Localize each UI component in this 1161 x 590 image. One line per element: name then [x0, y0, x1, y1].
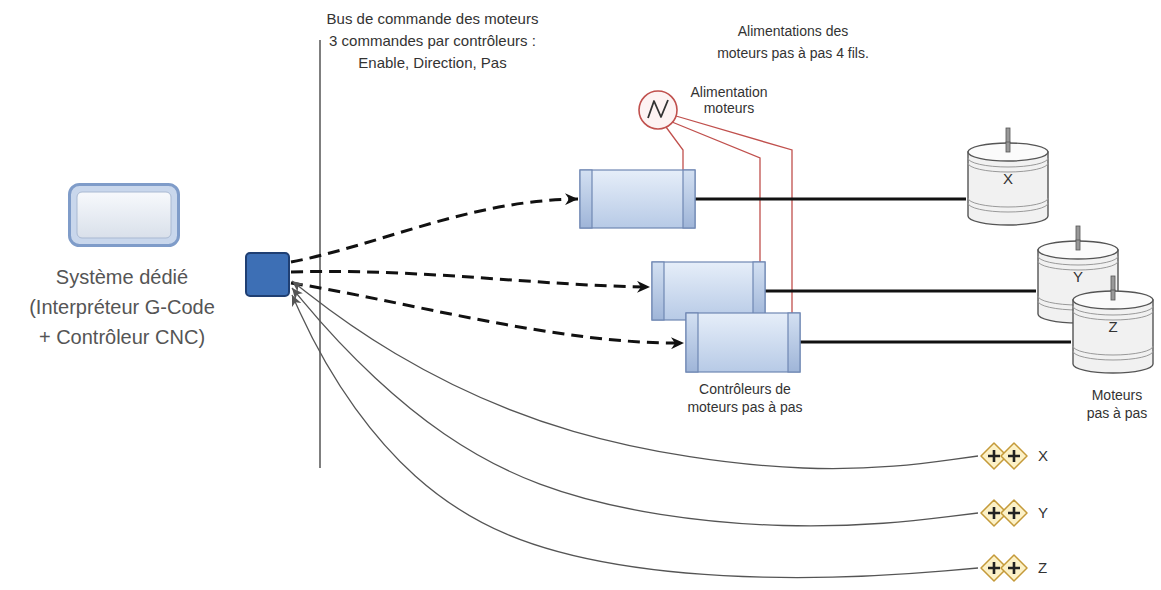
- node-label: X: [965, 170, 1051, 188]
- command-arrow: [291, 199, 578, 262]
- power-supply: Alimentation moteurs: [636, 88, 776, 132]
- axis-sensor: X: [980, 440, 1048, 472]
- sensor-icon: [980, 440, 1030, 472]
- node-label: X: [1038, 447, 1048, 465]
- command-arrow: [291, 271, 650, 287]
- node-label: Alimentation moteurs: [684, 84, 774, 116]
- power-symbol: [636, 88, 680, 132]
- system-node: Système dédié (Interpréteur G-Code + Con…: [15, 180, 295, 350]
- annotation-label: 3 commandes par contrôleurs : Enable, Di…: [325, 30, 540, 74]
- sensor-wire: [292, 288, 978, 526]
- port-square: [245, 252, 290, 297]
- axis-sensor: Z: [980, 552, 1047, 584]
- node-label: Système dédié (Interpréteur G-Code + Con…: [24, 262, 220, 352]
- node-label: Y: [1038, 504, 1048, 522]
- stepper-motor: X: [965, 128, 1051, 228]
- annotation-label: Alimentations des moteurs pas à pas 4 fi…: [714, 20, 872, 64]
- stepper-motor: Z: [1070, 276, 1156, 376]
- motor-cable: [695, 198, 966, 201]
- motor-cable: [765, 290, 1036, 293]
- stepper-driver: [652, 262, 765, 320]
- node-label: Y: [1035, 268, 1121, 286]
- power-wire: [672, 122, 760, 262]
- power-wire: [666, 127, 683, 170]
- node-label: Z: [1038, 559, 1047, 577]
- stepper-driver: [686, 313, 800, 372]
- sensor-wire: [292, 295, 978, 578]
- axis-sensor: Y: [980, 497, 1048, 529]
- node-label: Z: [1070, 318, 1156, 336]
- annotation-label: Bus de commande des moteurs: [325, 8, 540, 30]
- sensor-wire: [292, 281, 978, 469]
- sensor-icon: [980, 497, 1030, 529]
- annotation-label: Moteurs pas à pas: [1083, 386, 1151, 422]
- motor-cable: [800, 341, 1071, 344]
- sensor-icon: [980, 552, 1030, 584]
- computer-icon: [68, 183, 180, 247]
- annotation-label: Contrôleurs de moteurs pas à pas: [680, 380, 810, 416]
- command-arrow: [291, 283, 684, 343]
- stepper-driver: [580, 170, 695, 228]
